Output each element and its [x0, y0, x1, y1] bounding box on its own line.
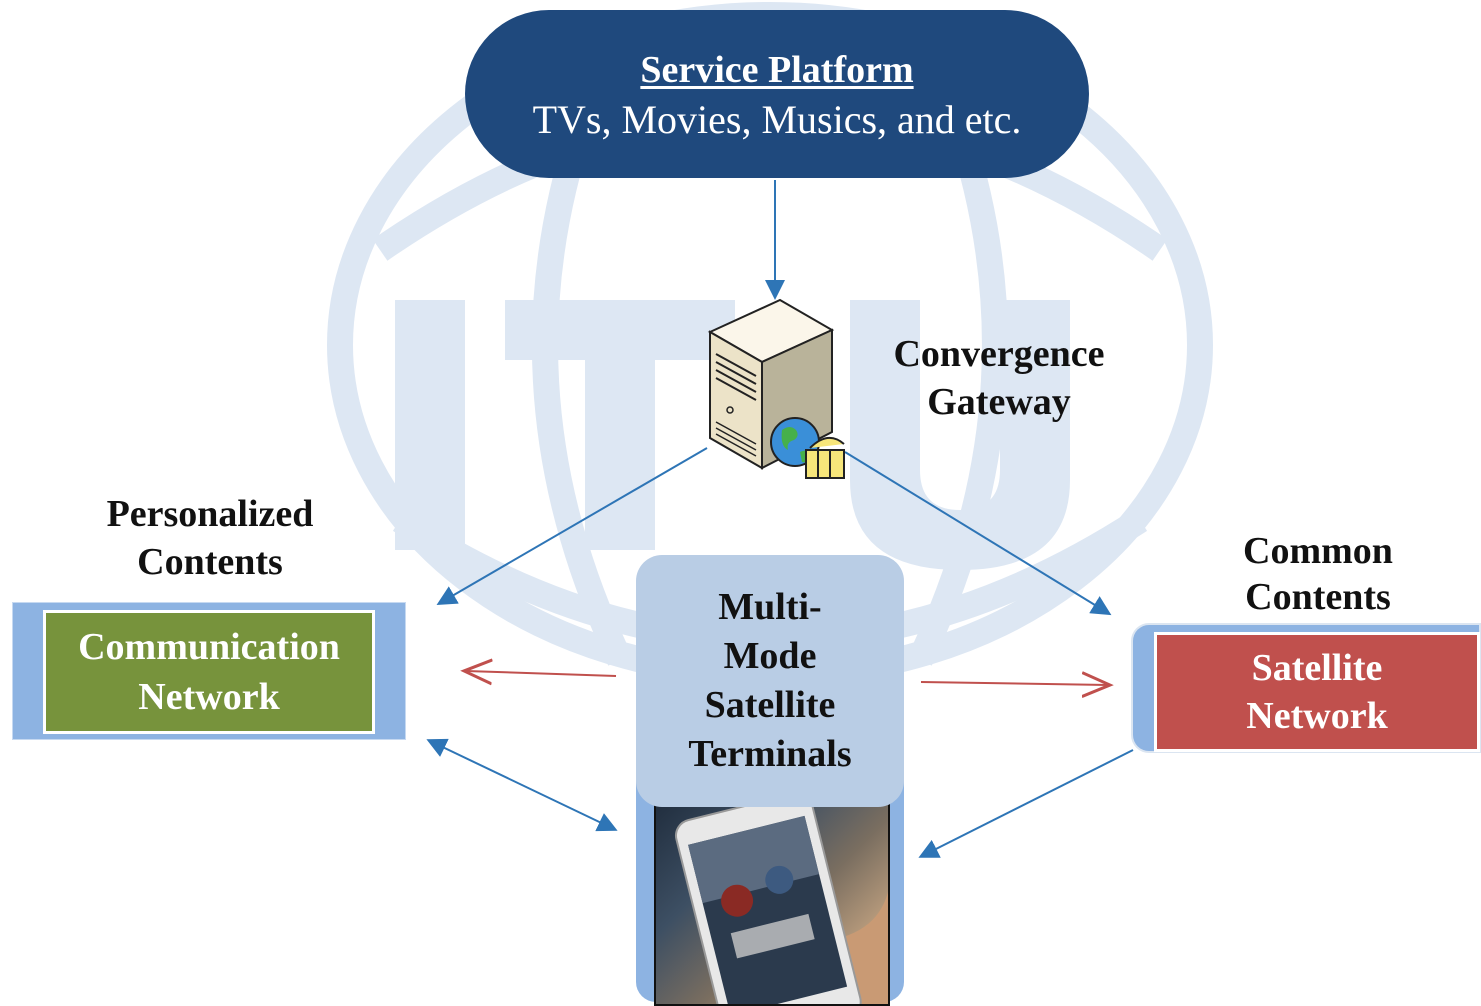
arrow-gateway-to-communication: [436, 447, 708, 606]
arrow-gateway-to-satellite: [844, 451, 1112, 616]
service-platform-subtitle: TVs, Movies, Musics, and etc.: [532, 97, 1022, 142]
terminal-line4: Terminals: [688, 733, 852, 775]
satellite-network-frame: Satellite Network: [1133, 625, 1480, 752]
personalized-contents-line2: Contents: [137, 541, 283, 583]
satellite-network-node: Satellite Network: [1154, 632, 1480, 752]
service-platform-node: Service Platform TVs, Movies, Musics, an…: [465, 10, 1089, 178]
convergence-gateway-line1: Convergence: [893, 333, 1105, 375]
arrow-communication-terminal: [426, 738, 618, 832]
server-icon: [707, 298, 845, 479]
arrow-terminal-to-satellite: [920, 682, 1108, 685]
personalized-contents-label: Personalized Contents: [60, 490, 360, 586]
common-contents-label: Common Contents: [1188, 528, 1448, 620]
satellite-network-line1: Satellite: [1251, 647, 1383, 689]
service-platform-title: Service Platform: [640, 49, 914, 91]
common-contents-line2: Contents: [1245, 576, 1391, 618]
terminal-line2: Mode: [723, 635, 817, 677]
phone-photo: [654, 770, 890, 1006]
film-reel-icon: [805, 437, 845, 479]
smartphone-icon: [674, 792, 888, 1004]
terminal-node: Multi- Mode Satellite Terminals: [636, 555, 904, 807]
terminal-line3: Satellite: [704, 684, 836, 726]
communication-network-line1: Communication: [78, 626, 340, 668]
personalized-contents-line1: Personalized: [106, 493, 314, 535]
convergence-gateway-line2: Gateway: [927, 381, 1071, 423]
convergence-gateway-label: Convergence Gateway: [862, 330, 1136, 426]
common-contents-line1: Common: [1243, 530, 1393, 572]
communication-network-frame: Communication Network: [13, 603, 405, 739]
satellite-network-line2: Network: [1246, 695, 1388, 737]
arrow-terminal-to-communication: [466, 671, 617, 676]
communication-network-node: Communication Network: [43, 610, 375, 734]
terminal-line1: Multi-: [718, 586, 822, 628]
communication-network-line2: Network: [138, 676, 280, 718]
arrow-satellite-to-terminal: [918, 749, 1134, 858]
